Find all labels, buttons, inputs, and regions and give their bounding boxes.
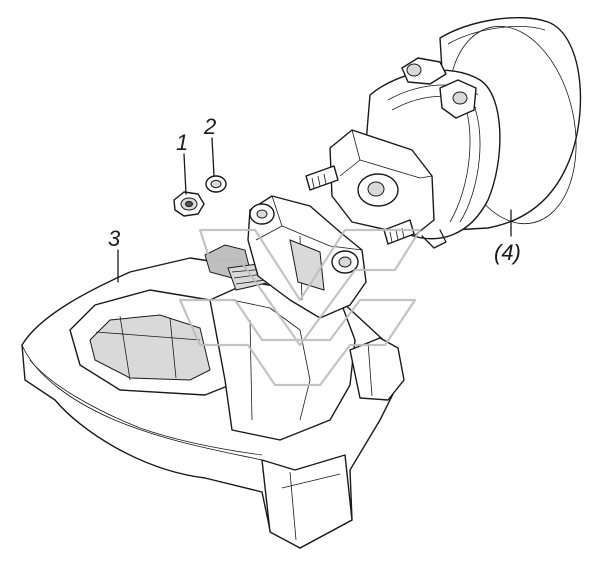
brake-chamber <box>305 16 582 249</box>
nut <box>173 191 205 217</box>
leader-lines <box>117 137 512 283</box>
label-1: 1 <box>176 130 188 155</box>
label-3: 3 <box>108 226 121 251</box>
caliper-body <box>21 244 405 549</box>
label-4: (4) <box>494 240 521 265</box>
chamber-mount <box>247 195 367 319</box>
watermark-logo <box>178 228 422 387</box>
label-2: 2 <box>203 114 216 139</box>
washer <box>205 175 227 193</box>
